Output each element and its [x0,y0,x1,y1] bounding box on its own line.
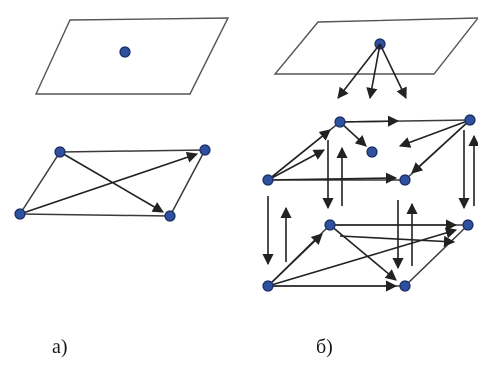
edge [404,224,469,287]
arrow [366,43,381,100]
arrow [398,119,471,148]
node [462,219,474,231]
node [262,280,274,292]
arrow [339,121,367,147]
panel-b-top-plane [273,17,478,75]
node [366,146,378,158]
arrow [379,43,407,100]
panel-a-top-node [119,46,131,58]
node [399,280,411,292]
node [464,114,476,126]
panel-a-bottom-graph [14,144,211,222]
arrow [267,233,323,287]
panel-a [14,17,230,222]
arrow [19,151,199,215]
arrow [267,129,331,181]
panel-b-cube [262,114,478,292]
edge [59,149,206,153]
caption-a: а) [52,336,68,358]
node [262,174,274,186]
arrow [329,224,397,281]
node [14,208,26,220]
edge [169,149,206,217]
edge [19,151,61,215]
node [164,210,176,222]
panel-a-top-plane [34,17,230,95]
node [334,116,346,128]
panel-b [262,17,478,292]
arrow [411,119,471,174]
arrow [267,149,325,181]
arrow [339,235,456,248]
arrow [267,227,458,287]
arrow [59,151,164,213]
node [199,144,211,156]
arrow [339,115,400,127]
arrow [337,43,381,99]
node [324,219,336,231]
node [54,146,66,158]
edge [19,213,171,217]
caption-b: б) [316,336,333,358]
arrow [267,172,398,184]
node [399,174,411,186]
